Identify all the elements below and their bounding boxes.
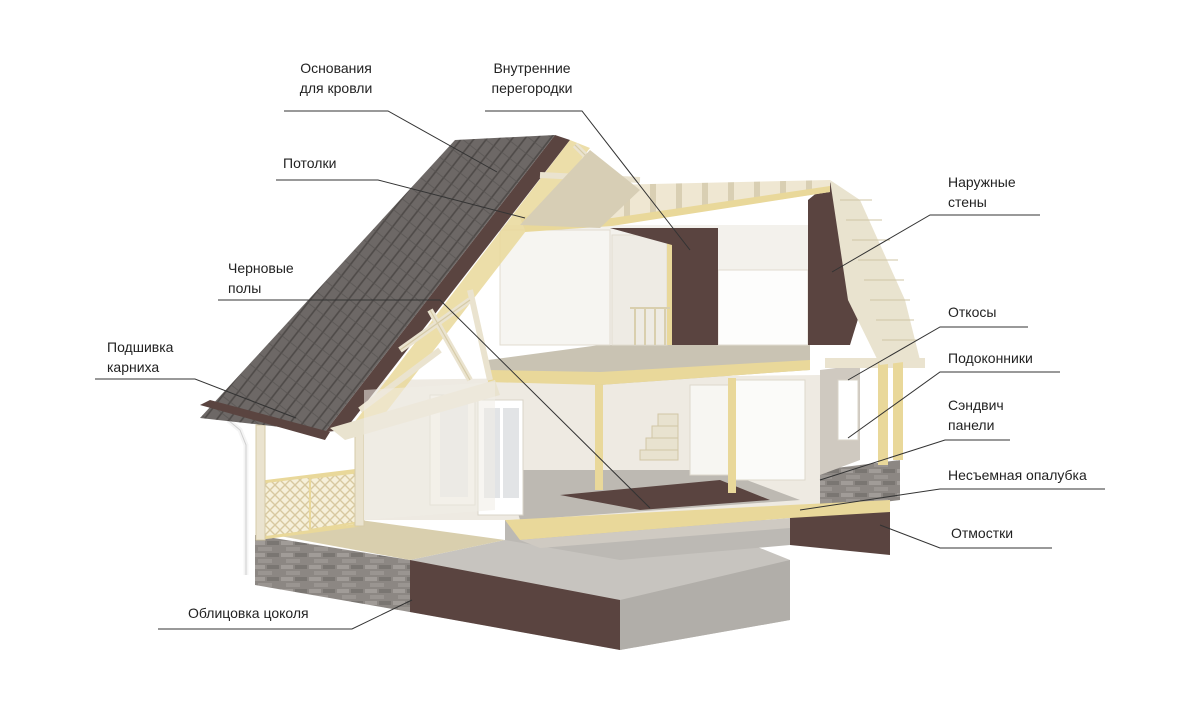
leader-window-sills — [847, 371, 1060, 439]
label-sandwich-panels: Сэндвич панели — [948, 395, 1004, 435]
label-ceilings-line1: Потолки — [283, 155, 337, 171]
label-subfloors-line1: Черновые — [228, 260, 294, 276]
label-inner-partitions-line2: перегородки — [491, 80, 573, 96]
upper-floor — [499, 225, 820, 346]
label-subfloors-line2: полы — [228, 280, 262, 296]
label-ceilings: Потолки — [283, 153, 336, 173]
ground-slab — [505, 500, 890, 548]
left-roof — [200, 135, 641, 440]
label-outer-walls-line1: Наружные — [948, 174, 1016, 190]
label-fixed-formwork-line1: Несъемная опалубка — [948, 467, 1087, 483]
leader-subfloors — [218, 299, 651, 509]
leader-lines — [95, 110, 1105, 630]
leader-ceilings — [276, 179, 526, 219]
label-slopes: Откосы — [948, 302, 996, 322]
leader-blind-area — [879, 524, 1052, 549]
label-outer-walls: Наружные стены — [948, 172, 1016, 212]
leader-roof-base — [284, 110, 498, 173]
leader-plinth — [158, 599, 413, 630]
leader-sandwich — [819, 439, 1010, 481]
label-slopes-line1: Откосы — [948, 304, 997, 320]
eaves-ceiling — [330, 380, 500, 520]
leader-outer-walls — [831, 214, 1040, 273]
label-fixed-formwork: Несъемная опалубка — [948, 465, 1087, 485]
label-eaves-soffit: Подшивка карниха — [107, 337, 173, 377]
leader-eaves — [95, 378, 297, 419]
intermediate-floor — [488, 345, 810, 385]
label-inner-partitions-line1: Внутренние — [493, 60, 571, 76]
label-eaves-soffit-line2: карниха — [107, 359, 160, 375]
leader-slopes — [847, 326, 1028, 381]
label-inner-partitions: Внутренние перегородки — [482, 58, 582, 98]
label-roof-base: Основания для кровли — [286, 58, 386, 98]
label-blind-area: Отмостки — [951, 523, 1013, 543]
label-subfloors: Черновые полы — [228, 258, 294, 298]
leader-inner-partitions — [485, 110, 691, 251]
label-plinth-cladding-line1: Облицовка цоколя — [188, 605, 309, 621]
label-plinth-cladding: Облицовка цоколя — [188, 603, 309, 623]
label-roof-base-line2: для кровли — [299, 80, 373, 96]
right-wall — [820, 358, 925, 475]
label-outer-walls-line2: стены — [948, 194, 987, 210]
right-roof — [830, 180, 920, 365]
label-sandwich-panels-line2: панели — [948, 417, 995, 433]
label-blind-area-line1: Отмостки — [951, 525, 1014, 541]
label-window-sills-line1: Подоконники — [948, 350, 1033, 366]
veranda — [226, 418, 505, 575]
label-eaves-soffit-line1: Подшивка — [107, 339, 174, 355]
label-sandwich-panels-line1: Сэндвич — [948, 397, 1004, 413]
label-window-sills: Подоконники — [948, 348, 1033, 368]
label-roof-base-line1: Основания — [300, 60, 372, 76]
leader-formwork — [799, 488, 1105, 511]
